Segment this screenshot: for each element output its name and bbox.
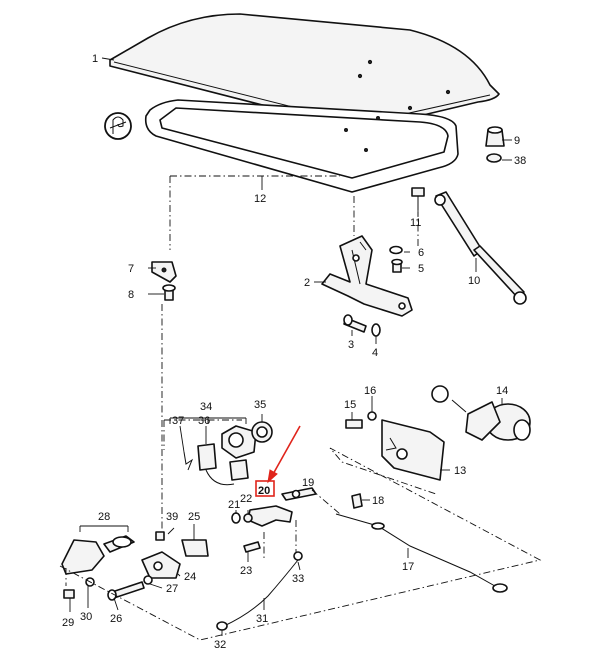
callout-2: 2 <box>304 277 310 289</box>
callout-27: 27 <box>166 583 178 595</box>
deck-lid-panel <box>109 13 500 131</box>
hinge-assembly <box>321 235 413 317</box>
cable-31 <box>223 551 303 627</box>
nut-32 <box>216 621 228 631</box>
callout-35: 35 <box>254 399 266 411</box>
callout-labels: 1 2 3 4 5 6 7 8 9 10 11 12 13 14 15 16 1… <box>62 53 526 651</box>
callout-1: 1 <box>92 53 98 65</box>
callout-39: 39 <box>166 511 178 523</box>
callout-32: 32 <box>214 639 226 651</box>
callout-36: 36 <box>198 415 210 427</box>
callout-14: 14 <box>496 385 508 397</box>
cable-17 <box>335 513 508 593</box>
wiper-motor-14 <box>431 385 531 441</box>
callout-34: 34 <box>200 401 212 413</box>
callout-13: 13 <box>454 465 466 477</box>
bolt-6 <box>389 245 403 255</box>
spring-clip-37 <box>183 451 194 471</box>
callout-7: 7 <box>128 263 134 275</box>
callout-4: 4 <box>372 347 378 359</box>
callout-31: 31 <box>256 613 268 625</box>
screw-26 <box>107 581 145 601</box>
washer-16 <box>367 411 377 421</box>
motor-bracket-13 <box>381 419 445 481</box>
screw-29 <box>63 589 75 599</box>
callout-3: 3 <box>348 339 354 351</box>
nut-22 <box>243 513 253 523</box>
buffer-9 <box>485 126 505 147</box>
callout-28: 28 <box>98 511 110 523</box>
nut-38 <box>486 153 502 163</box>
callout-33: 33 <box>292 573 304 585</box>
callout-38: 38 <box>514 155 526 167</box>
microswitch-36 <box>197 443 249 486</box>
leader-lines <box>69 57 512 636</box>
bolt-5 <box>391 258 403 273</box>
callout-5: 5 <box>418 263 424 275</box>
callout-19: 19 <box>302 477 314 489</box>
callout-20: 20 <box>258 485 270 497</box>
bracket-7 <box>151 261 177 283</box>
bolt-8 <box>162 284 176 301</box>
callout-11: 11 <box>410 217 421 229</box>
screw-23 <box>243 541 261 553</box>
callout-29: 29 <box>62 617 74 629</box>
washer-4 <box>371 323 381 337</box>
washer-27 <box>143 575 153 585</box>
callout-21: 21 <box>228 499 240 511</box>
latch-24 <box>141 551 181 579</box>
seal-notice-icon <box>104 112 132 140</box>
lock-ring-35 <box>251 421 273 443</box>
callout-30: 30 <box>80 611 92 623</box>
bolt-15 <box>345 419 363 429</box>
callout-26: 26 <box>110 613 122 625</box>
callout-24: 24 <box>184 571 196 583</box>
screw-11 <box>411 187 425 210</box>
lock-cylinder-33 <box>221 425 257 459</box>
clip-18 <box>351 493 363 509</box>
callout-37: 37 <box>172 415 184 427</box>
callout-22: 22 <box>240 493 252 505</box>
assembly-lines <box>59 175 542 641</box>
callout-17: 17 <box>402 561 414 573</box>
callout-10: 10 <box>468 275 480 287</box>
bolt-39 <box>155 531 165 541</box>
callout-12: 12 <box>254 193 266 205</box>
callout-23: 23 <box>240 565 252 577</box>
callout-8: 8 <box>128 289 134 301</box>
bracket-25 <box>181 539 209 557</box>
release-lever-28 <box>61 535 135 575</box>
callout-25: 25 <box>188 511 200 523</box>
gas-strut-10 <box>434 191 527 305</box>
callout-16: 16 <box>364 385 376 397</box>
callout-6: 6 <box>418 247 424 259</box>
washer-21 <box>231 512 241 524</box>
deck-lid-seal <box>144 99 459 193</box>
highlight-marker <box>255 425 301 497</box>
callout-18: 18 <box>372 495 384 507</box>
callout-9: 9 <box>514 135 520 147</box>
callout-15: 15 <box>344 399 356 411</box>
bolt-3 <box>343 314 367 333</box>
